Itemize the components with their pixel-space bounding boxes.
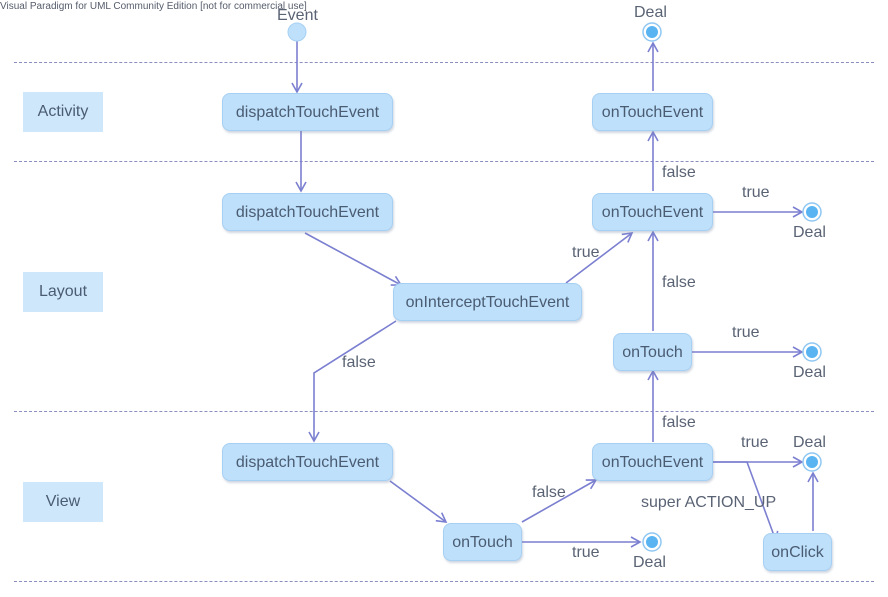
lane-label-view: View [23,482,103,522]
lane-label-activity: Activity [23,92,103,132]
edge-intercept-true [565,232,634,284]
final-label-view-ote: Deal [793,434,826,451]
final-label-layout-ontouch: Deal [793,364,826,381]
edge-label-view-ontouch-true: true [572,544,600,561]
edge-label-intercept-true: true [572,244,600,261]
node-activity-on-touch-event[interactable]: onTouchEvent [592,93,713,131]
final-node-icon-view-ote [802,452,822,472]
node-layout-dispatch-touch-event[interactable]: dispatchTouchEvent [222,193,393,231]
edge-label-view-super-action-up: super ACTION_UP [641,494,777,511]
edge-view-ontouch-false [521,479,598,523]
node-layout-on-intercept-touch-event[interactable]: onInterceptTouchEvent [393,283,582,321]
start-label: Event [277,7,318,24]
lane-separator [14,411,874,412]
lane-separator [14,161,874,162]
edge-label-view-ote-true: true [741,434,769,451]
node-layout-on-touch-event[interactable]: onTouchEvent [592,193,713,231]
node-activity-dispatch-touch-event[interactable]: dispatchTouchEvent [222,93,393,131]
node-view-on-touch[interactable]: onTouch [443,523,522,561]
final-label-layout-ote: Deal [793,224,826,241]
node-view-on-click[interactable]: onClick [763,533,832,571]
lane-separator [14,62,874,63]
edge-label-view-ontouch-false: false [532,484,566,501]
final-node-icon-activity [642,22,662,42]
node-view-on-touch-event[interactable]: onTouchEvent [592,443,713,481]
edge-intercept-false [308,320,397,443]
node-view-dispatch-touch-event[interactable]: dispatchTouchEvent [222,443,393,481]
edge-label-view-ote-false: false [662,414,696,431]
edge-label-layout-ote-true: true [742,184,770,201]
edge-label-layout-ontouch-true: true [732,324,760,341]
lane-separator [14,581,874,582]
edge-layout-dispatch-to-intercept [304,232,403,286]
lane-label-layout: Layout [23,272,103,312]
final-node-icon-view-ontouch [642,532,662,552]
watermark-text: Visual Paradigm for UML Community Editio… [0,1,307,12]
final-node-icon-layout-ote [802,202,822,222]
edge-view-ote-super [713,461,779,543]
final-label-view-ontouch: Deal [633,554,666,571]
edge-label-intercept-false: false [342,354,376,371]
node-layout-on-touch[interactable]: onTouch [613,333,692,371]
start-node-icon [287,22,307,42]
final-label-activity: Deal [634,4,667,21]
edge-label-layout-ote-false: false [662,164,696,181]
final-node-icon-layout-ontouch [802,342,822,362]
edge-view-dispatch-to-ontouch [389,480,448,523]
edge-label-layout-ontouch-false: false [662,274,696,291]
